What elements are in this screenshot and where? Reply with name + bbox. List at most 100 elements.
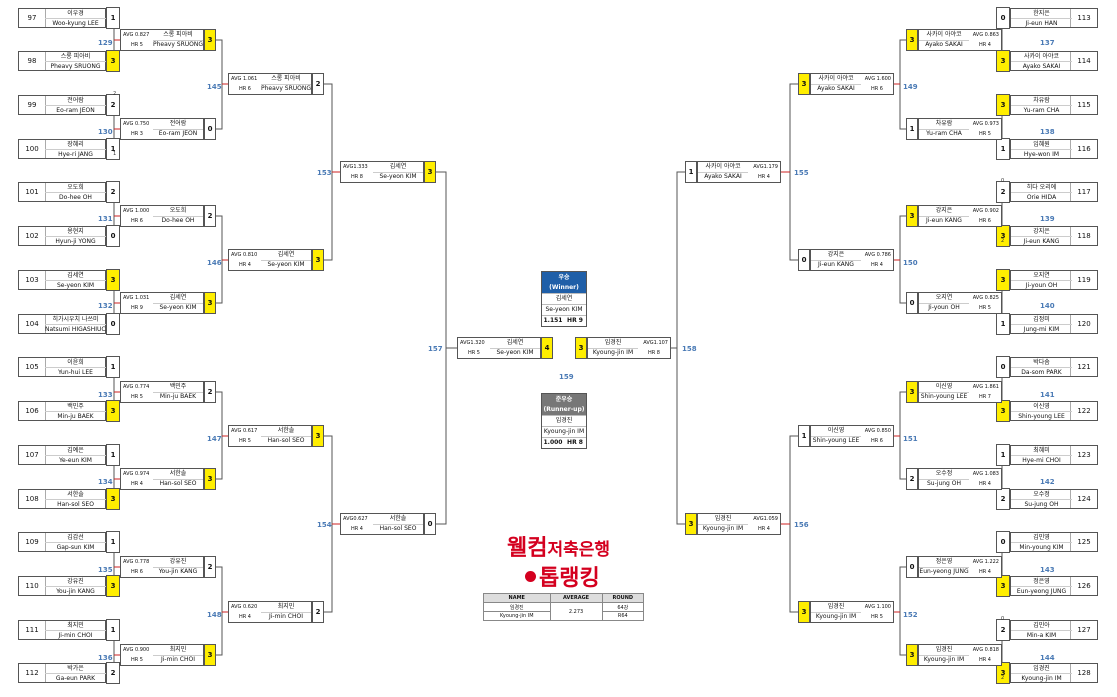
match-number: 156 [794, 521, 809, 529]
match-score: 2 [312, 73, 324, 95]
player-name-kr: 김세연 [45, 271, 106, 281]
match-avg: AVG1.320 [460, 340, 485, 346]
match-avg: AVG 1.600 [864, 76, 891, 82]
match-number: 157 [428, 345, 443, 353]
round1-score: 0 [106, 225, 120, 247]
logo-bank: 저축은행 [547, 540, 611, 560]
match-avg: AVG0.627 [343, 516, 368, 522]
match-name-kr: 서한솔 [153, 469, 203, 480]
seed-number: 125 [1070, 533, 1097, 551]
match-avg: AVG 0.810 [231, 252, 258, 258]
match-avg: AVG 1.061 [231, 76, 258, 82]
player-name-kr: 장혜리 [45, 140, 106, 150]
match-hr: HR 4 [350, 526, 363, 532]
seed-number: 99 [19, 96, 46, 114]
match-number: 148 [207, 611, 222, 619]
logo-brand: 웰컴 [507, 536, 548, 561]
match-hr: HR 4 [238, 262, 251, 268]
seed-number: 126 [1070, 577, 1097, 595]
tiebreak-score: 1 [113, 151, 117, 157]
match-score: 3 [906, 29, 918, 51]
match-name-en: Han-sol SEO [267, 437, 305, 444]
seed-number: 100 [19, 140, 46, 158]
runnerup-header: 준우승 (Runner-up) [542, 394, 586, 415]
round1-score: 3 [996, 50, 1010, 72]
match-number: 137 [1040, 39, 1055, 47]
player-name-kr: 김갑선 [45, 533, 106, 543]
match-score: 2 [204, 381, 216, 403]
match-number: 155 [794, 169, 809, 177]
round1-score: 3 [106, 575, 120, 597]
seed-number: 128 [1070, 664, 1097, 682]
round1-score: 1 [106, 444, 120, 466]
match-number: 134 [98, 478, 113, 486]
seed-number: 122 [1070, 402, 1097, 420]
match-hr: HR 5 [238, 438, 251, 444]
match-hr: HR 5 [130, 394, 143, 400]
seed-number: 111 [19, 621, 46, 639]
match-number: 158 [682, 345, 697, 353]
match-number: 140 [1040, 302, 1055, 310]
match-score: 0 [798, 249, 810, 271]
match-name-kr: 이신영 [919, 382, 969, 393]
player-name-en: Woo-kyung LEE [52, 20, 99, 27]
seed-number: 112 [19, 664, 46, 682]
match-number: 153 [317, 169, 332, 177]
match-name-kr: 정은영 [919, 557, 969, 568]
match-name-kr: 차유람 [919, 119, 969, 130]
player-name-en: Pheavy SRUONG [50, 63, 101, 70]
round1-score: 3 [996, 575, 1010, 597]
player-name-kr: 차유람 [1011, 96, 1072, 106]
match-score: 3 [906, 205, 918, 227]
tiebreak-score: 2 [1001, 675, 1005, 681]
match-hr: HR 3 [130, 131, 143, 137]
match-score: 3 [906, 644, 918, 666]
record-header-average: AVERAGE [549, 593, 603, 603]
match-hr: HR 4 [238, 614, 251, 620]
match-hr: HR 4 [978, 569, 991, 575]
match-score: 1 [685, 161, 697, 183]
round1-score: 3 [996, 662, 1010, 684]
player-name-kr: 스롱 피아비 [45, 52, 106, 62]
match-name-kr: 김세연 [153, 293, 203, 304]
player-name-kr: 박가은 [45, 664, 106, 674]
seed-number: 116 [1070, 140, 1097, 158]
match-score: 0 [204, 118, 216, 140]
seed-number: 103 [19, 271, 46, 289]
player-name-kr: 임혜원 [1011, 140, 1072, 150]
match-score: 3 [424, 161, 436, 183]
match-hr: HR 6 [130, 569, 143, 575]
match-score: 2 [312, 601, 324, 623]
winner-hr: HR 9 [567, 317, 583, 324]
round1-score: 1 [996, 313, 1010, 335]
match-name-en: Ayako SAKAI [925, 41, 963, 48]
player-name-kr: 임경진 [1011, 664, 1072, 674]
match-hr: HR 4 [978, 42, 991, 48]
player-name-en: Yu-ram CHA [1023, 107, 1060, 114]
match-avg: AVG 0.902 [972, 208, 999, 214]
player-name-kr: 오도희 [45, 183, 106, 193]
match-avg: AVG 0.617 [231, 428, 258, 434]
player-name-en: Yun-hui LEE [58, 369, 93, 376]
match-avg: AVG 0.774 [123, 384, 150, 390]
